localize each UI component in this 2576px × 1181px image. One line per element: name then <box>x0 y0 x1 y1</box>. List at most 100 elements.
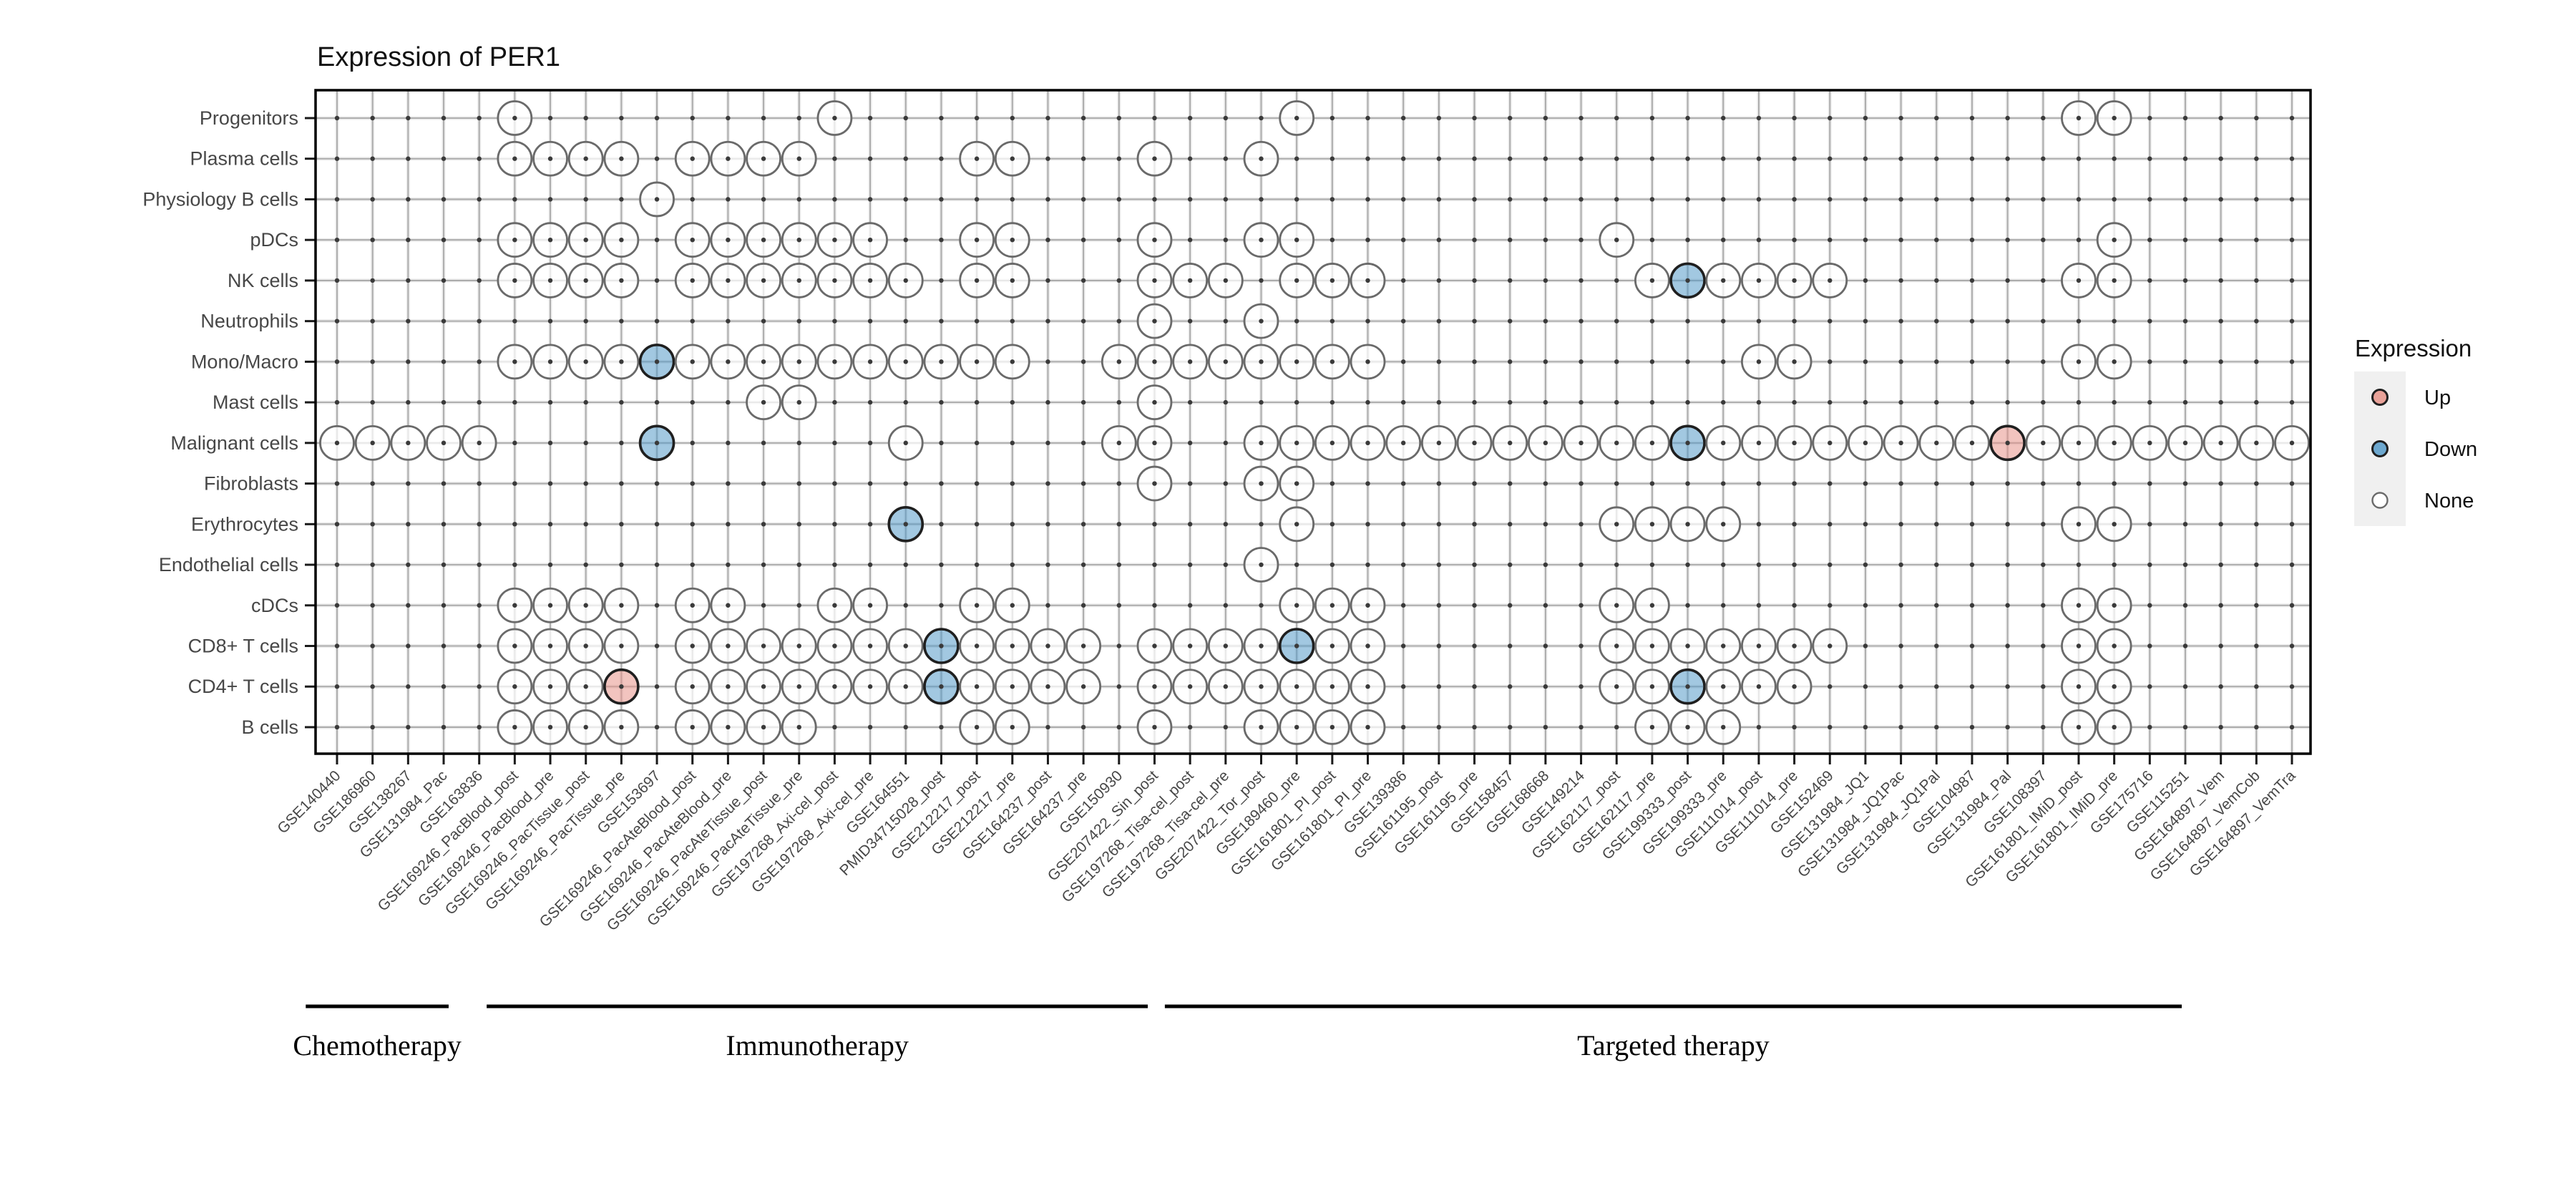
grid-point <box>1863 603 1868 608</box>
grid-point <box>1294 603 1299 608</box>
y-axis-label: Mono/Macro <box>191 351 298 372</box>
grid-point <box>334 237 340 243</box>
grid-point <box>1365 319 1370 324</box>
grid-point <box>2041 440 2046 446</box>
grid-point <box>2005 156 2010 161</box>
grid-point <box>2182 522 2188 527</box>
grid-point <box>796 399 801 405</box>
grid-point <box>867 278 873 283</box>
grid-point <box>1294 156 1299 161</box>
grid-point <box>1721 399 1726 405</box>
grid-point <box>583 562 588 568</box>
grid-point <box>2076 399 2082 405</box>
grid-point <box>2112 197 2117 202</box>
grid-point <box>1472 115 1477 121</box>
grid-point <box>334 684 340 689</box>
grid-point <box>2218 278 2223 283</box>
grid-point <box>2254 603 2259 608</box>
grid-point <box>1045 278 1050 283</box>
grid-point <box>1116 278 1122 283</box>
grid-point <box>1436 724 1442 730</box>
grid-point <box>1010 724 1015 730</box>
grid-point <box>2041 684 2046 689</box>
grid-point <box>1792 684 1797 689</box>
grid-point <box>1223 319 1229 324</box>
grid-point <box>512 562 517 568</box>
grid-point <box>1187 156 1193 161</box>
grid-point <box>654 481 660 486</box>
grid-point <box>334 522 340 527</box>
grid-point <box>2112 399 2117 405</box>
grid-point <box>547 237 553 243</box>
grid-point <box>2041 115 2046 121</box>
grid-point <box>2147 724 2152 730</box>
grid-point <box>2076 440 2082 446</box>
grid-point <box>1294 359 1299 364</box>
grid-point <box>2147 643 2152 648</box>
grid-point <box>1436 643 1442 648</box>
grid-point <box>690 603 695 608</box>
grid-point <box>1294 278 1299 283</box>
grid-point <box>1045 603 1050 608</box>
grid-point <box>1330 603 1335 608</box>
grid-point <box>2112 643 2117 648</box>
grid-point <box>1543 399 1548 405</box>
grid-point <box>1187 440 1193 446</box>
grid-point <box>1649 237 1655 243</box>
grid-point <box>796 481 801 486</box>
grid-point <box>1045 562 1050 568</box>
grid-point <box>1579 156 1584 161</box>
grid-point <box>1543 237 1548 243</box>
grid-point <box>2112 603 2117 608</box>
grid-point <box>1365 278 1370 283</box>
grid-point <box>939 359 944 364</box>
grid-point <box>583 115 588 121</box>
grid-point <box>2182 562 2188 568</box>
grid-point <box>1116 684 1122 689</box>
grid-point <box>2254 562 2259 568</box>
grid-point <box>761 522 766 527</box>
grid-point <box>370 724 375 730</box>
grid-point <box>1187 562 1193 568</box>
grid-point <box>1898 562 1903 568</box>
grid-point <box>1010 399 1015 405</box>
grid-point <box>370 684 375 689</box>
grid-point <box>1223 724 1229 730</box>
grid-point <box>1365 197 1370 202</box>
legend-swatch-down-icon <box>2371 440 2389 457</box>
grid-point <box>1614 115 1619 121</box>
grid-point <box>1330 278 1335 283</box>
grid-point <box>2041 399 2046 405</box>
grid-point <box>547 319 553 324</box>
grid-point <box>2076 359 2082 364</box>
grid-point <box>2289 684 2295 689</box>
therapy-group-label: Immunotherapy <box>726 1029 909 1061</box>
grid-point <box>1223 278 1229 283</box>
chart-title: Expression of PER1 <box>317 42 560 72</box>
grid-point <box>1080 724 1086 730</box>
grid-point <box>1543 359 1548 364</box>
grid-point <box>974 156 980 161</box>
grid-point <box>2182 603 2188 608</box>
grid-point <box>1330 319 1335 324</box>
grid-point <box>2289 359 2295 364</box>
therapy-group-label: Targeted therapy <box>1577 1029 1770 1061</box>
grid-point <box>477 440 482 446</box>
grid-point <box>370 481 375 486</box>
grid-point <box>1543 643 1548 648</box>
grid-point <box>1721 522 1726 527</box>
grid-point <box>1116 197 1122 202</box>
grid-point <box>1294 399 1299 405</box>
grid-point <box>1294 562 1299 568</box>
grid-point <box>1365 643 1370 648</box>
grid-point <box>761 359 766 364</box>
grid-point <box>547 440 553 446</box>
grid-point <box>1080 399 1086 405</box>
grid-point <box>654 359 660 364</box>
grid-point <box>512 319 517 324</box>
grid-point <box>2041 562 2046 568</box>
grid-point <box>903 156 908 161</box>
grid-point <box>1080 684 1086 689</box>
grid-point <box>867 684 873 689</box>
